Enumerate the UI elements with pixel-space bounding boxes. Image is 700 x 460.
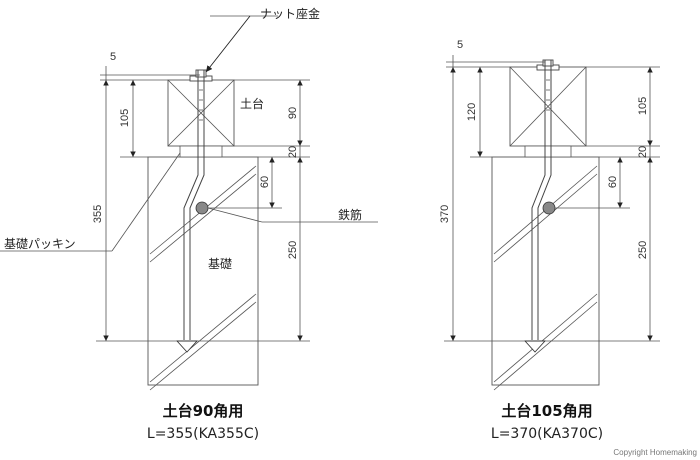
left-dim-355: 355	[92, 205, 104, 223]
right-foundation-block	[491, 156, 600, 386]
copyright-text: Copyright Homemaking	[613, 448, 697, 457]
foundation-label: 基礎	[208, 257, 232, 271]
right-drawing	[444, 55, 660, 391]
right-nut	[542, 59, 554, 67]
left-dim-105: 105	[119, 109, 131, 127]
left-sill-label: 土台	[240, 96, 264, 111]
right-rebar	[542, 201, 556, 215]
right-dim-5: 5	[457, 39, 463, 51]
right-caption-subtitle: L=370(KA370C)	[491, 426, 603, 442]
left-drawing	[0, 15, 378, 391]
right-dim-370: 370	[439, 205, 451, 223]
right-dim-20: 20	[637, 146, 649, 158]
rebar-label: 鉄筋	[338, 207, 362, 222]
left-foundation-block	[147, 156, 259, 386]
right-foundation-packing	[524, 145, 572, 158]
right-dim-60: 60	[607, 176, 619, 188]
left-caption-subtitle: L=355(KA355C)	[147, 426, 259, 442]
left-bolt	[183, 70, 205, 340]
foundation-packing-label: 基礎パッキン	[4, 237, 76, 251]
right-caption-title: 土台105角用	[501, 402, 592, 420]
right-dim-120: 120	[466, 103, 478, 121]
left-dim-5: 5	[110, 51, 116, 63]
left-anchor-cone	[175, 340, 199, 353]
left-dim-60: 60	[259, 176, 271, 188]
left-dim-250: 250	[287, 241, 299, 259]
left-caption-title: 土台90角用	[163, 402, 244, 420]
left-nut	[195, 69, 207, 78]
left-rebar	[195, 201, 209, 215]
right-dim-250: 250	[637, 241, 649, 259]
left-dim-90: 90	[287, 107, 299, 119]
right-dim-105: 105	[637, 97, 649, 115]
left-foundation-packing	[179, 145, 223, 158]
right-anchor-cone	[523, 340, 547, 353]
right-bolt	[531, 60, 552, 340]
nut-washer-label: ナット座金	[260, 6, 320, 21]
left-dim-20: 20	[287, 146, 299, 158]
